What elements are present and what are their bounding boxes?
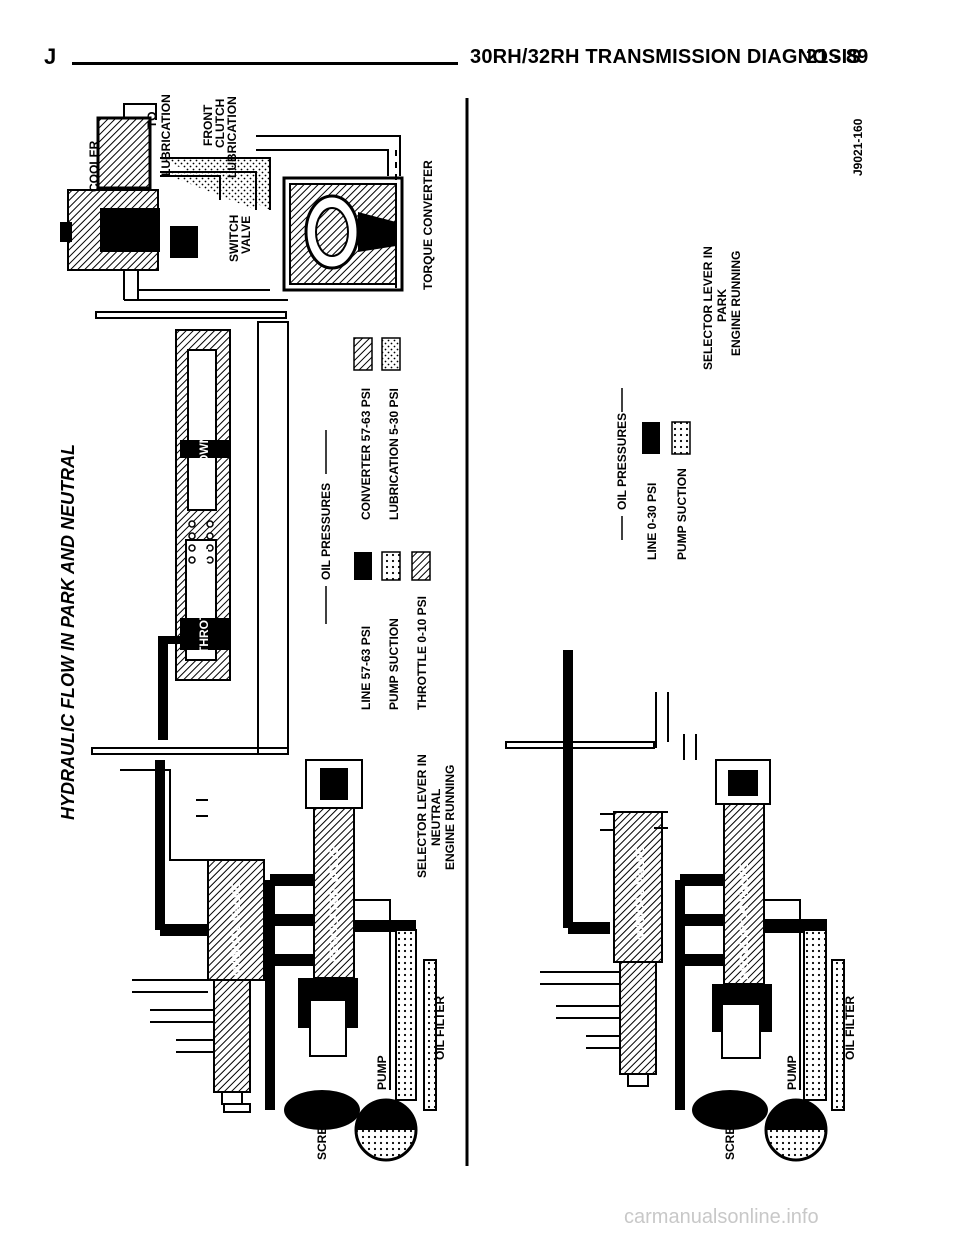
park-legend-line: LINE 0-30 PSI — [645, 483, 659, 560]
label-cooler: COOLER — [87, 140, 101, 192]
label-switch: SWITCH — [227, 215, 241, 262]
label-kickdown-valve: KICKDOWN VALVE — [197, 393, 211, 502]
park-selector-line-1: SELECTOR LEVER IN — [701, 246, 715, 370]
park-circuit — [505, 650, 845, 1162]
oil-filter — [423, 959, 437, 1111]
neutral-circuit — [60, 103, 437, 1162]
manual-valve — [155, 760, 265, 1113]
label-oil-filter: OIL FILTER — [433, 995, 447, 1060]
park-legend-swatch-line — [642, 422, 660, 454]
label-lubrication: LUBRICATION — [159, 94, 173, 176]
throttle-kickdown-valve — [158, 329, 231, 740]
page-number: 21 - 89 — [806, 46, 869, 68]
label-torque-converter: TORQUE CONVERTER — [421, 160, 435, 290]
legend-throttle: THROTTLE 0-10 PSI — [415, 596, 429, 710]
park-pump-assembly — [692, 929, 828, 1162]
legend-swatch-line — [354, 552, 372, 580]
park-label-oil-filter: OIL FILTER — [843, 995, 857, 1060]
header-rule — [72, 62, 458, 65]
park-manual-valve — [540, 811, 668, 1087]
label-screen: SCREEN — [315, 1110, 329, 1160]
park-selector-line-2: PARK — [715, 289, 729, 322]
park-labels: MANUAL VALVE REGULATOR VALVE SCREEN PUMP… — [633, 246, 857, 1160]
watermark: carmanualsonline.info — [624, 1206, 819, 1228]
park-label-manual-valve: MANUAL VALVE — [633, 847, 647, 940]
pump-assembly — [284, 929, 418, 1162]
label-throttle-valve: THROTTLE VALVE — [197, 548, 211, 654]
label-switch-valve: VALVE — [239, 216, 253, 254]
label-to: TO — [145, 112, 159, 128]
park-legend-pump-suction: PUMP SUCTION — [675, 468, 689, 560]
figure-id: J9021-160 — [851, 118, 865, 176]
park-legend: OIL PRESSURES LINE 0-30 PSI PUMP SUCTION — [615, 388, 691, 560]
park-label-pump: PUMP — [785, 1055, 799, 1090]
park-label-screen: SCREEN — [723, 1110, 737, 1160]
label-regulator-valve: REGULATOR VALVE — [327, 846, 341, 962]
park-regulator-valve — [675, 759, 827, 1110]
cooler-box — [96, 116, 152, 190]
park-legend-swatch-suction — [671, 421, 691, 455]
legend-swatch-converter — [353, 337, 373, 371]
figure-title: HYDRAULIC FLOW IN PARK AND NEUTRAL — [58, 444, 78, 820]
torque-converter — [282, 150, 404, 292]
legend-title: OIL PRESSURES — [319, 483, 333, 580]
legend-swatch-throttle — [411, 551, 431, 581]
legend-swatch-lubrication — [381, 337, 401, 371]
label-front: FRONT — [201, 104, 215, 146]
legend-lubrication: LUBRICATION 5-30 PSI — [387, 388, 401, 520]
park-label-regulator-valve: REGULATOR VALVE — [737, 864, 751, 980]
park-oil-filter — [831, 959, 845, 1111]
label-clutch: CLUTCH — [213, 99, 227, 148]
neutral-labels: COOLER TO LUBRICATION FRONT CLUTCH LUBRI… — [87, 94, 457, 1160]
regulator-valve — [265, 759, 416, 1110]
park-selector-line-3: ENGINE RUNNING — [729, 251, 743, 356]
selector-line-2: NEUTRAL — [429, 789, 443, 846]
park-legend-title: OIL PRESSURES — [615, 413, 629, 510]
legend-swatch-suction — [381, 551, 401, 581]
legend-converter: CONVERTER 57-63 PSI — [359, 388, 373, 520]
legend-pump-suction: PUMP SUCTION — [387, 618, 401, 710]
legend-line: LINE 57-63 PSI — [359, 626, 373, 710]
section-letter: J — [44, 44, 57, 69]
neutral-legend: OIL PRESSURES LINE 57-63 PSI PUMP SUCTIO… — [319, 337, 431, 710]
selector-line-1: SELECTOR LEVER IN — [415, 754, 429, 878]
selector-line-3: ENGINE RUNNING — [443, 765, 457, 870]
label-manual-valve: MANUAL VALVE — [229, 883, 243, 976]
label-pump: PUMP — [375, 1055, 389, 1090]
page-header: J 30RH/32RH TRANSMISSION DIAGNOSIS 21 - … — [0, 0, 960, 80]
page-title: 30RH/32RH TRANSMISSION DIAGNOSIS — [470, 46, 861, 68]
label-front-lubrication: LUBRICATION — [225, 96, 239, 178]
